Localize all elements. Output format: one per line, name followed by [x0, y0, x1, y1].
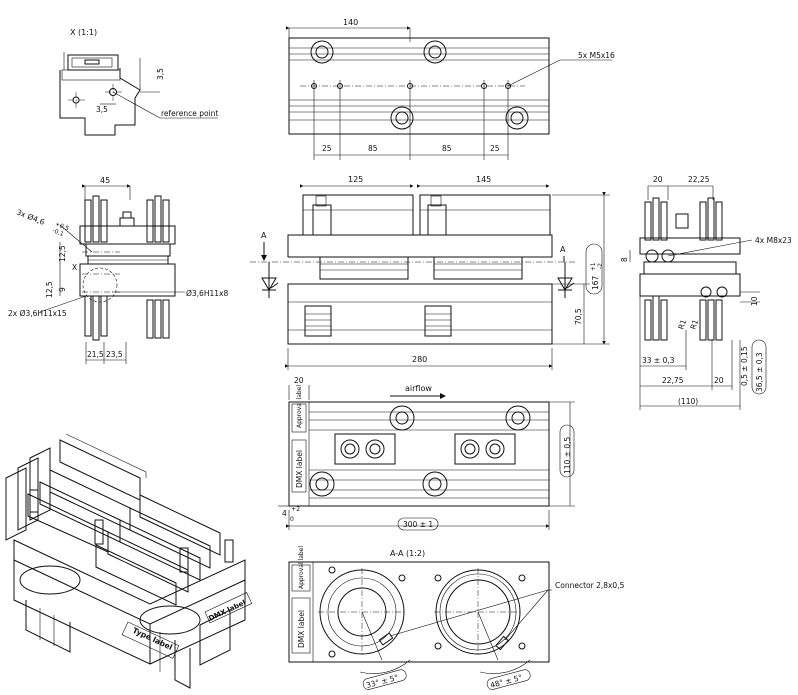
side-detail-x-marker: X — [72, 263, 77, 272]
right-dim-33: 33 ± 0,3 — [642, 356, 675, 365]
right-dim-20b: 20 — [714, 376, 724, 385]
right-bolts-label: 4x M8x23 — [755, 236, 792, 245]
plan-dim-4: 4 +2 0 — [282, 504, 302, 523]
side-dim-21-5: 21,5 — [87, 350, 104, 359]
front-dim-125: 125 — [348, 175, 363, 184]
side-hole-a: 3x Ø4,6 +0,5 -0,1 — [14, 204, 73, 240]
side-dim-12-5a: 12,5 — [58, 245, 67, 262]
side-dim-12-5b: 12,5 — [45, 281, 54, 298]
section-marker-left: A — [261, 231, 267, 240]
top-view: 140 5x M5x16 25 85 85 25 — [286, 18, 615, 160]
top-dim-85a: 85 — [368, 144, 378, 153]
section-dmx-label: DMX label — [297, 610, 306, 648]
side-hole-b: Ø3,6H11x8 — [186, 289, 228, 298]
right-radius-1: R1 — [676, 318, 688, 331]
fins-bottom-left — [84, 295, 170, 341]
plan-dmx-label: DMX label — [295, 450, 304, 488]
side-dim-23-5: 23,5 — [106, 350, 123, 359]
top-bolts-label: 5x M5x16 — [578, 51, 615, 60]
plan-dim-20: 20 — [294, 376, 304, 385]
side-dim-9: 9 — [58, 287, 67, 292]
section-aa-title: A-A (1:2) — [390, 549, 425, 558]
right-dim-36-5: 36,5 ± 0,3 — [755, 352, 764, 392]
iso-fins-left — [5, 433, 147, 553]
right-side-view: 20 22,25 4x M8x23 8 10 R1 R1 — [620, 175, 792, 410]
detail-x-view: X (1:1) 3,5 3,5 reference point — [59, 28, 218, 136]
top-dim-85b: 85 — [442, 144, 452, 153]
front-dim-145: 145 — [476, 175, 491, 184]
section-aa-view: A-A (1:2) Approval label DMX label Conne… — [288, 546, 625, 690]
plan-approval-label: Approval label — [296, 385, 303, 428]
section-marker-right: A — [560, 245, 566, 254]
right-dim-0-5: 0,5 ± 0,15 — [740, 346, 749, 386]
plan-dim-300: 300 ± 1 — [403, 520, 433, 529]
top-dim-25b: 25 — [490, 144, 500, 153]
airflow-label: airflow — [405, 384, 432, 393]
detail-x-dim-1: 3,5 — [156, 68, 165, 80]
detail-x-dim-2: 3,5 — [96, 105, 108, 114]
iso-type-label: Type label — [131, 626, 174, 652]
right-dim-110: (110) — [678, 397, 698, 406]
iso-fins-right — [95, 494, 221, 606]
plan-dim-110: 110 ± 0,5 — [563, 436, 572, 474]
right-dim-20: 20 — [653, 175, 663, 184]
section-approval-label: Approval label — [298, 546, 305, 589]
thyristor-symbol-left — [261, 262, 279, 298]
front-view: 125 145 A A — [250, 175, 610, 370]
detail-x-reference-label: reference point — [161, 109, 218, 118]
right-dim-8: 8 — [620, 257, 629, 262]
right-radius-2: R1 — [688, 318, 700, 331]
angle-48-label: 48° ± 5° — [489, 673, 523, 690]
detail-x-title: X (1:1) — [70, 28, 97, 37]
left-side-view: 45 12,5 12,5 9 — [8, 176, 228, 364]
right-dim-22-25: 22,25 — [688, 175, 710, 184]
top-dim-25a: 25 — [322, 144, 332, 153]
side-hole-c: 2x Ø3,6H11x15 — [8, 309, 67, 318]
isometric-view: Type label DMX label — [5, 433, 253, 689]
plan-view: 20 airflow Approval label DMX label 110 … — [278, 376, 575, 531]
iso-dmx-label: DMX label — [207, 599, 247, 623]
right-dim-10: 10 — [750, 296, 759, 306]
front-dim-280: 280 — [412, 355, 427, 364]
side-dim-45: 45 — [100, 176, 110, 185]
connector-label: Connector 2,8x0,5 — [555, 581, 625, 590]
top-dim-140: 140 — [343, 18, 358, 27]
thyristor-symbol-right — [557, 262, 575, 298]
front-dim-167: 167 +1 -2 — [588, 260, 604, 290]
angle-33-label: 33° ± 5° — [365, 673, 399, 690]
fins-top-left — [84, 195, 170, 243]
front-dim-70-5: 70,5 — [574, 308, 583, 325]
right-dim-22-75: 22,75 — [662, 376, 684, 385]
